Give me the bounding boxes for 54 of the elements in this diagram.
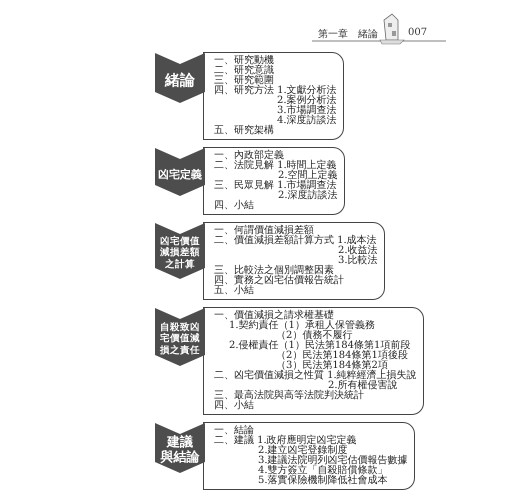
outline-item: 二、法院見解 1.時間上定義 [214, 161, 337, 171]
outline-item: 4.雙方簽立「自殺賠償條款」 [257, 466, 388, 476]
section-title: 凶宅定義 [157, 168, 203, 181]
chevron-tab [155, 148, 205, 196]
outline-item: 二、建議 1.政府應明定凶宅定義 [214, 436, 357, 446]
chevron-tab [155, 308, 205, 366]
outline-item: 2.空間上定義 [277, 171, 338, 181]
section-title: 緒論 [164, 71, 196, 90]
outline-box [203, 222, 385, 300]
outline-item: 2.案例分析法 [276, 96, 337, 106]
outline-box [203, 422, 415, 490]
outline-item: 四、小結 [214, 201, 254, 211]
outline-item: （2）債務不履行 [276, 331, 352, 341]
outline-item: 1.契約責任（1）承租人保管義務 [228, 321, 375, 331]
outline-box [203, 147, 345, 215]
header-text: 第一章 緒論 [318, 28, 378, 41]
outline-item: 四、研究方法 1.文獻分析法 [214, 86, 337, 96]
outline-item: 二、價值減損差額計算方式 1.成本法 [214, 236, 377, 246]
outline-item: 三、最高法院與高等法院判決統計 [214, 391, 364, 401]
outline-item: 一、價值減損之請求權基礎 [214, 311, 334, 321]
outline-item: （3）民法第184條第2項 [276, 361, 388, 371]
outline-item: 2.建立凶宅登錄制度 [257, 446, 348, 456]
chevron-tab [155, 223, 205, 279]
section-title: 凶宅價值減損差額之計算 [159, 236, 201, 270]
outline-item: 三、比較法之個別調整因素 [214, 266, 334, 276]
outline-item: 一、何謂價值減損差額 [214, 226, 314, 236]
section-title: 建議與結論 [160, 434, 200, 466]
chevron-tab [155, 53, 205, 103]
outline-item: 一、研究動機 [214, 56, 274, 66]
outline-item: 二、研究意識 [214, 66, 274, 76]
outline-item: 一、內政部定義 [214, 151, 284, 161]
outline-item: 4.深度訪談法 [276, 116, 337, 126]
outline-box [203, 307, 424, 415]
outline-item: 2.侵權責任（1）民法第184條第1項前段 [228, 341, 410, 351]
outline-item: 5.落實保險機制降低社會成本 [257, 476, 388, 486]
outline-item: 五、小結 [214, 286, 254, 296]
section-title: 自殺致凶宅價值減損之責任 [158, 322, 201, 356]
outline-item: 二、凶宅價值減損之性質 1.純粹經濟上損失說 [214, 371, 417, 381]
outline-item: 三、民眾見解 1.市場調查法 [214, 181, 337, 191]
chevron-tab [155, 423, 205, 473]
outline-item: 一、結論 [214, 426, 254, 436]
outline-item: 四、實務之凶宅估價報告統計 [214, 276, 344, 286]
outline-item: 四、小結 [214, 401, 254, 411]
outline-item: 3.市場調查法 [276, 106, 337, 116]
outline-item: 三、研究範圍 [214, 76, 274, 86]
outline-item: 2.所有權侵害說 [328, 381, 398, 391]
outline-item: （2）民法第184條第1項後段 [275, 351, 408, 361]
outline-item: 3.比較法 [337, 256, 378, 266]
header-text: 007 [408, 27, 428, 38]
outline-item: 五、研究架構 [214, 126, 274, 136]
outline-box [203, 52, 344, 140]
outline-item: 3.建議法院明列凶宅估價報告數據 [257, 456, 408, 466]
outline-item: 2.深度訪談法 [277, 191, 338, 201]
outline-item: 2.收益法 [337, 246, 378, 256]
